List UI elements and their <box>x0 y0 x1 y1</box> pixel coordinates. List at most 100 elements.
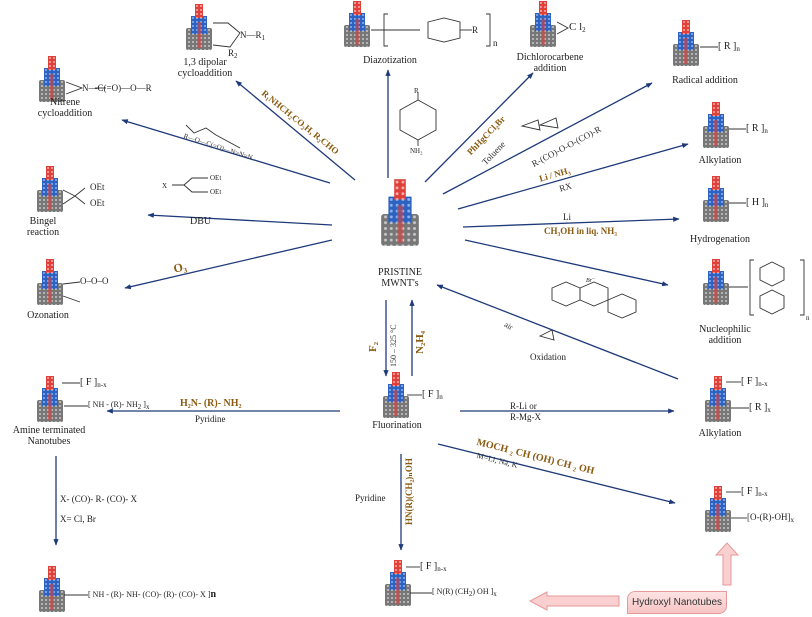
diazotization-group: R <box>472 25 479 35</box>
bingel-label-2: reaction <box>26 227 60 238</box>
hydroxyl-product-o: [O-(R)-OH]x <box>747 512 794 524</box>
arrow-dichlorocarbene <box>424 72 534 183</box>
nanotube-dipolar <box>186 4 212 50</box>
product-dipolar: 1,3 dipolar cycloaddition <box>165 57 245 79</box>
nanotube-center <box>381 179 419 246</box>
dichlorocarbene-label-2: addition <box>533 63 567 74</box>
reagent-aminoalcohol-2: HN(R)(CH₂)ₙOH <box>404 458 414 525</box>
nitrene-label-2: cycloaddition <box>37 108 93 119</box>
arrow-nitrene <box>121 119 331 184</box>
reagent-fluorination-temp: 150 – 325 °C <box>389 324 398 367</box>
amine-nh-group: [ NH - (R)- NH2 ]x <box>88 400 150 411</box>
nanotube-alkylation-bottom <box>705 376 731 422</box>
product-nucleophilic: Nucleophilic addition <box>690 324 760 346</box>
arrow-oxidation <box>436 284 679 380</box>
dichlorocarbene-label-1: Dichlorocarbene <box>516 52 584 63</box>
arrow-hydroxyl <box>437 443 676 505</box>
nanotube-alkylation-top <box>703 102 729 148</box>
nucleophilic-subscript: n <box>806 314 810 322</box>
nanotube-nitrene <box>39 56 65 102</box>
product-alkylation-bottom: Alkylation <box>698 428 742 439</box>
nanotube-bingel <box>37 166 63 212</box>
pink-arrow-up <box>714 542 740 586</box>
reagent-nucleophilic-br: Br⁻ <box>586 278 596 284</box>
arrow-nucleophilic <box>464 239 669 287</box>
reagent-defluorination: N₂H₄ <box>414 330 426 354</box>
arrow-dipolar <box>235 80 356 181</box>
arrow-bingel <box>147 212 333 226</box>
center-label-line1: PRISTINE <box>378 267 422 278</box>
aminoalcohol-n: [ N(R) (CH2) OH ]x <box>432 587 497 598</box>
nanotube-radical <box>673 20 699 66</box>
radical-group: [ R ]n <box>718 41 740 53</box>
product-fluorination: Fluorination <box>372 420 422 431</box>
reagent-aminoalcohol-1: Pyridine <box>355 493 386 503</box>
bingel-oet-2: OEt <box>90 198 105 208</box>
reagent-amine-2: Pyridine <box>195 414 226 424</box>
dipolar-n-group: N—R1 <box>240 30 266 42</box>
nanotube-nucleophilic <box>703 259 729 305</box>
aminoalcohol-f: [ F ]n-x <box>420 561 447 573</box>
reagent-bingel: DBU <box>190 216 212 227</box>
center-label-line2: MWNT's <box>381 278 419 289</box>
bingel-oet-1: OEt <box>90 182 105 192</box>
product-nitrene: Nitrene cycloaddition <box>20 97 110 119</box>
ozonide-ring: O–O–O <box>80 276 109 286</box>
product-alkylation-top: Alkylation <box>698 155 742 166</box>
nanotube-hydrogenation <box>703 176 729 222</box>
hydroxyl-nanotubes-callout: Hydroxyl Nanotubes <box>627 591 727 614</box>
nanotube-amine <box>37 376 63 422</box>
dipolar-r2: R2 <box>228 48 238 60</box>
polyamide-group: [ NH - (R)- NH- (CO)- (R)- (CO)- X ]n <box>88 589 216 600</box>
nucleophilic-label-1: Nucleophilic <box>699 324 751 335</box>
product-radical: Radical addition <box>672 75 738 86</box>
hydroxyl-product-f: [ F ]n-x <box>741 486 768 498</box>
product-dichlorocarbene: Dichlorocarbene addition <box>505 52 595 74</box>
pink-arrow-left <box>528 591 620 611</box>
arrow-hydrogenation <box>462 216 680 228</box>
reagent-polyamide-2: X= Cl, Br <box>60 514 96 524</box>
bingel-reagent-oet-1: OEt <box>210 174 222 182</box>
amine-f-group: [ F ]n-x <box>80 377 107 389</box>
nanotube-polyamide <box>39 566 65 612</box>
hydrogenation-group: [ H ]n <box>746 197 769 209</box>
dipolar-label-1: 1,3 dipolar <box>183 57 227 68</box>
reagent-alkylation-f-1: R-Li or <box>510 401 537 411</box>
nanotube-diazotization <box>344 1 370 47</box>
reagent-polyamide-1: X- (CO)- R- (CO)- X <box>60 494 137 504</box>
product-diazotization: Diazotization <box>363 55 417 66</box>
reagent-amine-1: H₂N- (R)- NH₂ <box>180 398 242 409</box>
amine-label-1: Amine terminated <box>12 425 86 436</box>
arrow-alkylation-top <box>457 143 689 210</box>
arrow-radical <box>442 82 653 195</box>
fluorination-group: [ F ]n <box>422 389 443 401</box>
amine-label-2: Nanotubes <box>27 436 71 447</box>
nanotube-dichlorocarbene <box>530 1 556 47</box>
reagent-alkylation-f-2: R-Mg-X <box>510 412 541 422</box>
nanotube-fluorination <box>383 372 409 418</box>
bingel-reagent-oet-2: OEt <box>210 188 222 196</box>
product-amine: Amine terminated Nanotubes <box>4 425 94 447</box>
alkylation-bottom-f: [ F ]n-x <box>741 376 768 388</box>
nitrene-group: N—C(=O)—O—R <box>82 83 152 93</box>
center-label: PRISTINE MWNT's <box>365 267 435 289</box>
reagent-fluorination-f2: F₂ <box>367 341 379 352</box>
dichlorocarbene-group: C l2 <box>569 21 586 35</box>
alkylation-bottom-r: [ R ]x <box>749 402 771 414</box>
alkylation-top-group: [ R ]n <box>746 123 768 135</box>
nanotube-hydroxyl <box>705 486 731 532</box>
hydroxyl-arrows <box>528 542 740 611</box>
reagent-hydrogenation-2: CH₃OH in liq. NH₃ <box>544 226 617 236</box>
product-bingel: Bingel reaction <box>18 216 68 238</box>
nanotube-ozonation <box>37 259 63 305</box>
bingel-label-1: Bingel <box>29 216 57 227</box>
aniline-r: R <box>414 87 419 95</box>
dipolar-label-2: cycloaddition <box>177 68 233 79</box>
reagent-oxidation: Oxidation <box>530 352 566 362</box>
aniline-nh2: NH₂ <box>410 147 423 155</box>
product-hydrogenation: Hydrogenation <box>690 234 750 245</box>
bingel-x: X <box>162 182 168 190</box>
nucleophilic-label-2: addition <box>708 335 742 346</box>
reagent-hydrogenation-1: Li <box>563 212 571 222</box>
